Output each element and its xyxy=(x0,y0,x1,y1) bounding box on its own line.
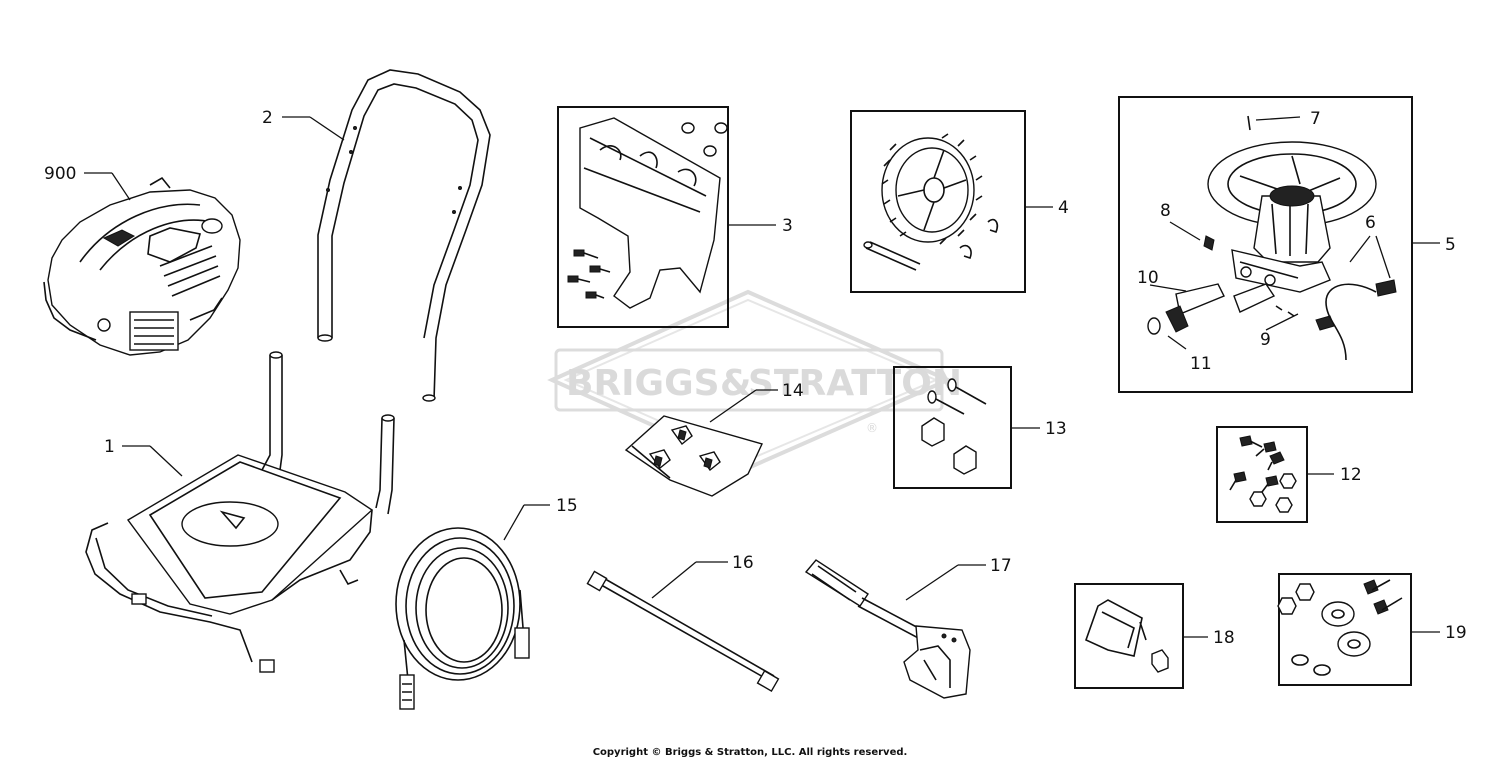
watermark-stratton: STRATTON xyxy=(748,363,962,404)
watermark-registered: ® xyxy=(866,421,878,435)
box-part-4 xyxy=(850,110,1026,293)
part-15-hose[interactable] xyxy=(395,527,530,710)
part-13-bolts[interactable] xyxy=(921,378,987,475)
callout-19: 19 xyxy=(1445,623,1467,643)
box-part-19 xyxy=(1278,573,1412,686)
part-14-nozzle-bag[interactable] xyxy=(624,415,763,497)
part-900-engine[interactable] xyxy=(43,176,241,356)
watermark-briggs: BRIGGS xyxy=(566,363,720,404)
part-17-spray-gun[interactable] xyxy=(804,559,971,699)
leader-6a xyxy=(1349,235,1371,263)
box-part-5 xyxy=(1118,96,1413,393)
leader-6b xyxy=(1375,235,1391,279)
callout-17: 17 xyxy=(990,556,1012,576)
copyright-notice: Copyright © Briggs & Stratton, LLC. All … xyxy=(592,747,908,758)
callout-1: 1 xyxy=(104,437,115,457)
part-16-lance[interactable] xyxy=(586,570,780,693)
callout-8: 8 xyxy=(1160,201,1171,221)
part-2-handle[interactable] xyxy=(317,69,491,402)
callout-10: 10 xyxy=(1137,268,1159,288)
leader-11 xyxy=(1167,335,1187,350)
part-5-pump[interactable] xyxy=(1147,115,1397,361)
leader-7 xyxy=(1255,116,1301,121)
part-1-frame[interactable] xyxy=(85,351,395,673)
callout-9: 9 xyxy=(1260,330,1271,350)
callout-2: 2 xyxy=(262,108,273,128)
part-18-clip[interactable] xyxy=(1085,599,1169,673)
callout-5: 5 xyxy=(1445,235,1456,255)
box-part-18 xyxy=(1074,583,1184,689)
part-12-hardware[interactable] xyxy=(1229,435,1297,513)
callout-18: 18 xyxy=(1213,628,1235,648)
leader-10 xyxy=(1149,284,1187,292)
callout-12: 12 xyxy=(1340,465,1362,485)
callout-15: 15 xyxy=(556,496,578,516)
callout-7: 7 xyxy=(1310,109,1321,129)
callout-13: 13 xyxy=(1045,419,1067,439)
leader-8 xyxy=(1169,221,1201,241)
callout-14: 14 xyxy=(782,381,804,401)
callout-11: 11 xyxy=(1190,354,1212,374)
briggs-stratton-watermark: BRIGGS & STRATTON ® xyxy=(547,289,962,471)
watermark-ampersand: & xyxy=(720,363,751,404)
callout-3: 3 xyxy=(782,216,793,236)
part-3-bracket[interactable] xyxy=(567,117,728,309)
callout-6: 6 xyxy=(1365,213,1376,233)
leader-9 xyxy=(1265,313,1299,331)
part-19-wheel-hardware[interactable] xyxy=(1277,579,1403,676)
part-4-wheel[interactable] xyxy=(863,133,999,271)
callout-900: 900 xyxy=(44,164,76,184)
box-part-3 xyxy=(557,106,729,328)
callout-4: 4 xyxy=(1058,198,1069,218)
box-part-12 xyxy=(1216,426,1308,523)
callout-16: 16 xyxy=(732,553,754,573)
